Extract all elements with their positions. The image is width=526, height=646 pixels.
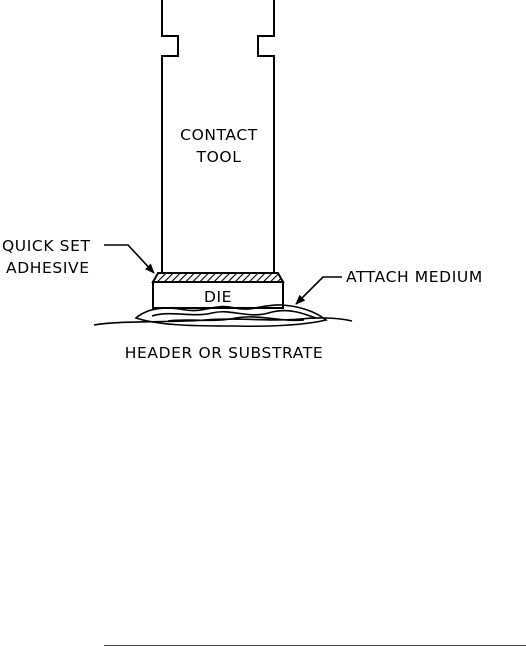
contact-tool-label-line2: TOOL [196,148,242,166]
attach-medium-leader [296,277,342,304]
quick-set-label-line2: ADHESIVE [6,259,90,277]
contact-tool-label-line1: CONTACT [180,126,258,144]
substrate-label: HEADER OR SUBSTRATE [125,344,323,362]
quick-set-label-line1: QUICK SET [2,237,91,255]
die-label: DIE [204,288,232,306]
header-substrate-surface [94,318,352,325]
attach-medium-label: ATTACH MEDIUM [346,268,483,286]
quick-set-adhesive-layer [153,273,283,282]
quick-set-leader [104,245,154,273]
attach-medium-flow-1 [152,311,316,318]
